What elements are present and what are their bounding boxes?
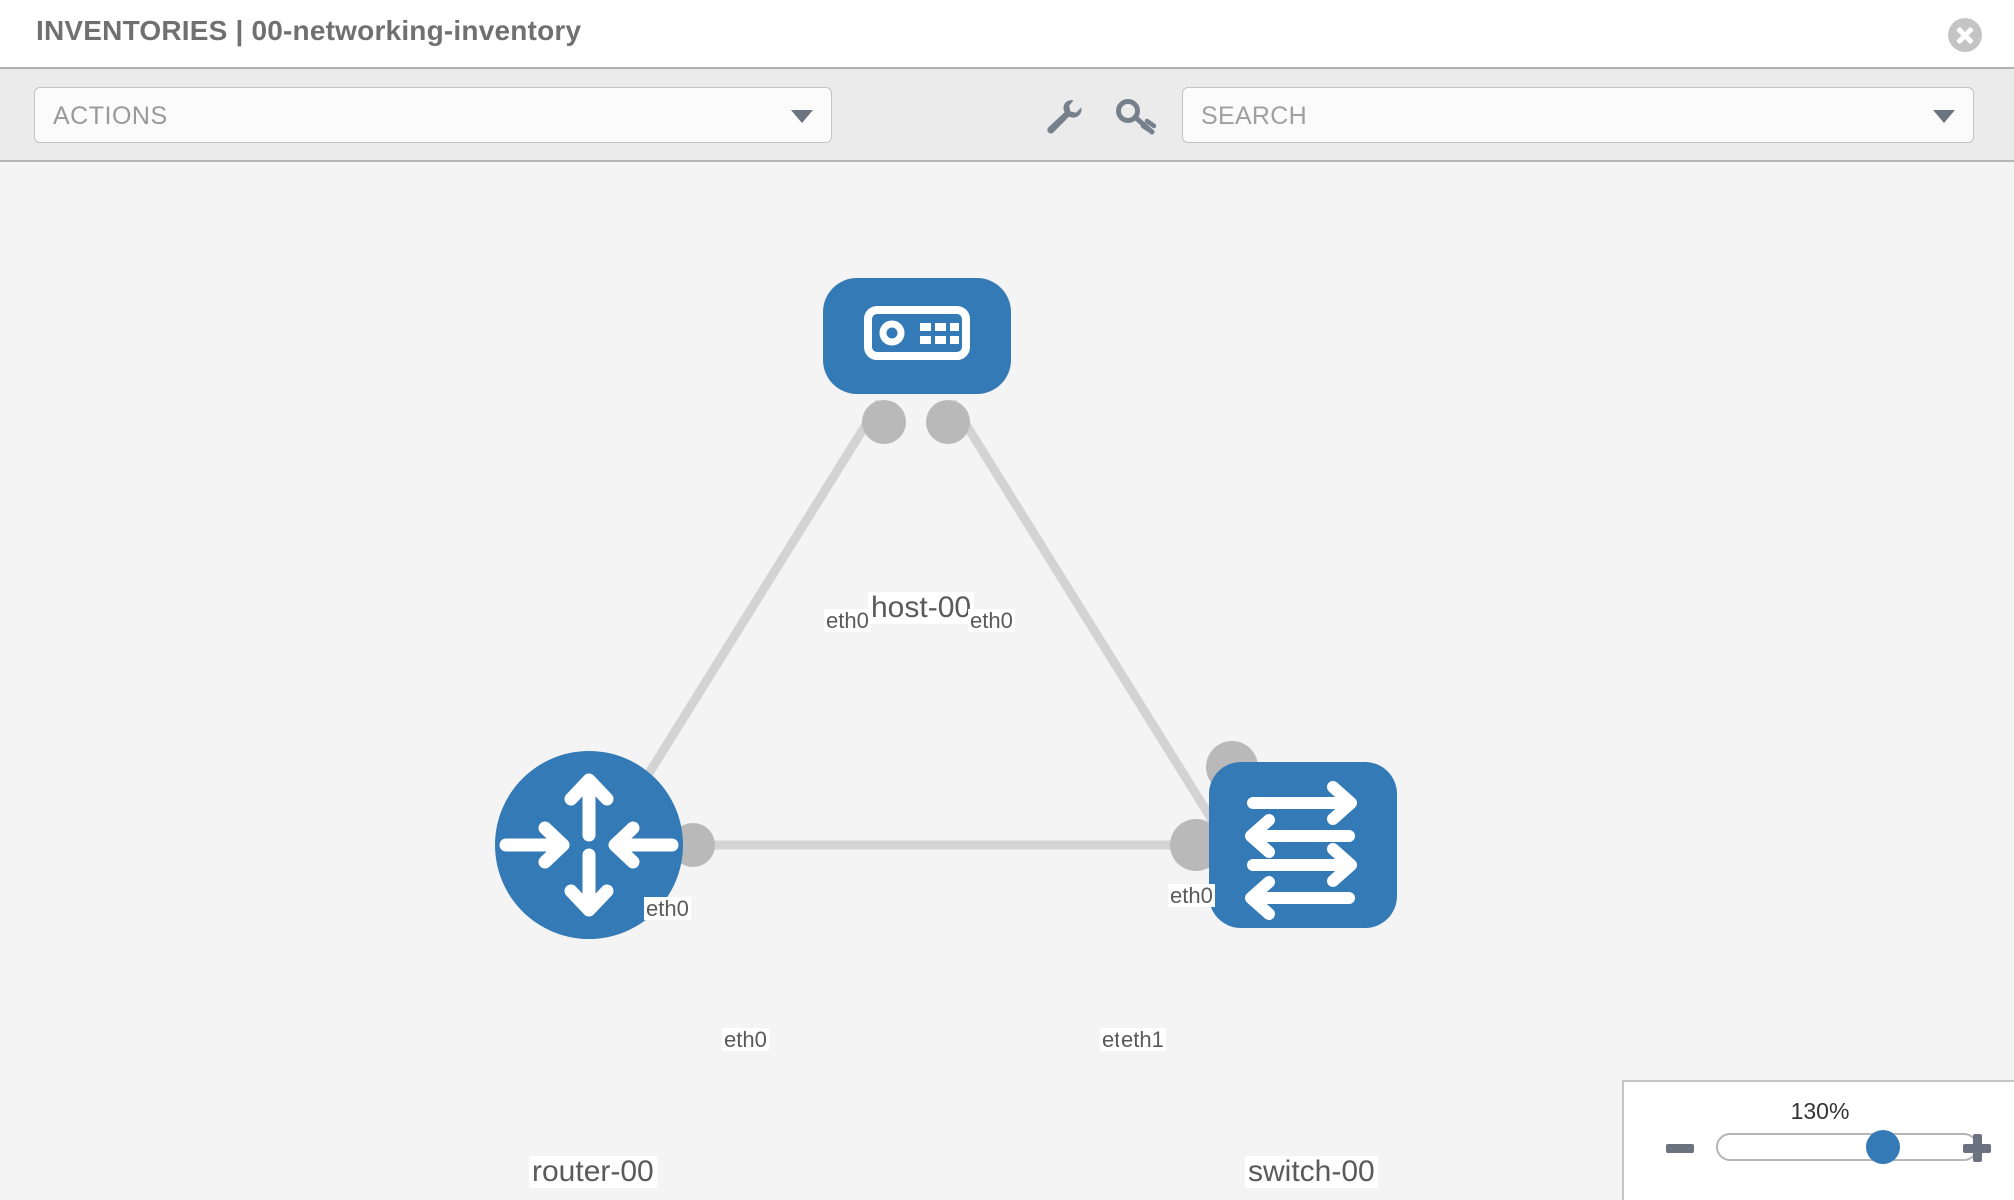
node-router-00[interactable] [495, 751, 683, 939]
interface-label-host-right: eth0 [968, 608, 1015, 633]
chevron-down-icon [791, 110, 813, 123]
minus-icon[interactable] [1666, 1144, 1694, 1153]
interface-label-router-right: eth0 [722, 1027, 769, 1052]
node-label-switch-00: switch-00 [1245, 1156, 1378, 1188]
key-icon-svg [1116, 99, 1157, 135]
actions-dropdown-label: ACTIONS [53, 102, 168, 130]
router-arrows-icon [499, 773, 679, 917]
zoom-slider-thumb[interactable] [1866, 1130, 1900, 1164]
search-input[interactable]: SEARCH [1182, 87, 1974, 143]
search-input-placeholder: SEARCH [1201, 102, 1307, 130]
wrench-icon[interactable] [1042, 97, 1084, 137]
switch-arrows-icon [1245, 781, 1357, 920]
zoom-slider[interactable] [1716, 1130, 1978, 1164]
topology-canvas[interactable]: eth0 host-00 eth0 eth0 eth0 eth0 eth eth… [0, 162, 2014, 1200]
node-switch-00[interactable] [1209, 762, 1397, 928]
actions-dropdown[interactable]: ACTIONS [34, 87, 832, 143]
port-host-eth0-left[interactable] [862, 400, 906, 444]
interface-label-switch-up: eth0 [1168, 883, 1215, 908]
port-host-eth0-right[interactable] [926, 400, 970, 444]
zoom-level-label: 130% [1790, 1098, 1850, 1124]
close-icon[interactable] [1948, 18, 1982, 52]
wrench-icon-svg [1047, 100, 1082, 134]
interface-label-switch-left-b: eth1 [1119, 1027, 1166, 1052]
interface-label-router-up: eth0 [644, 896, 691, 921]
node-host-00[interactable] [823, 278, 1011, 394]
node-label-host-00: host-00 [868, 592, 975, 624]
key-icon[interactable] [1115, 97, 1157, 137]
node-label-router-00: router-00 [529, 1156, 657, 1188]
page-title: INVENTORIES | 00-networking-inventory [36, 15, 582, 46]
link-host-switch[interactable] [948, 399, 1236, 855]
plus-icon-horizontal [1963, 1144, 1991, 1153]
interface-label-host-left: eth0 [824, 608, 871, 633]
page-header: INVENTORIES | 00-networking-inventory [0, 0, 2014, 69]
plus-icon[interactable] [1962, 1133, 1992, 1163]
server-icon [864, 306, 970, 360]
toolbar: ACTIONS SEARCH [0, 69, 2014, 162]
topology-graph [495, 278, 1397, 939]
chevron-down-icon[interactable] [1933, 110, 1955, 123]
zoom-control-panel: 130% [1622, 1080, 2014, 1200]
